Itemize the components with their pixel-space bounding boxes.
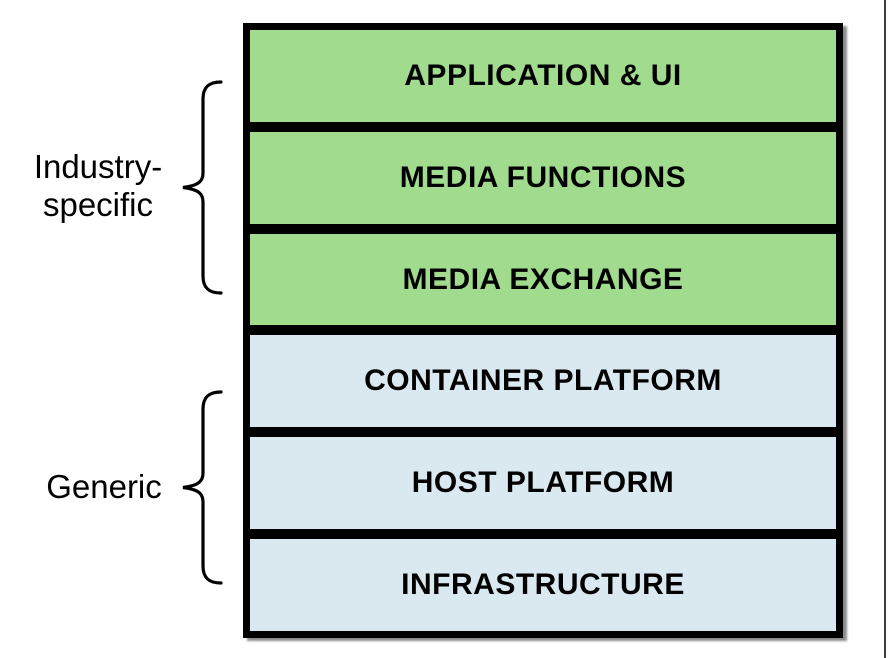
layer-host-platform: HOST PLATFORM bbox=[250, 437, 836, 530]
group-label-line: Industry- bbox=[33, 148, 163, 185]
industry-specific-group-label: Industry- specific bbox=[8, 148, 188, 224]
layer-label: MEDIA EXCHANGE bbox=[402, 262, 684, 296]
industry-specific-brace bbox=[181, 80, 223, 295]
group-label-line: Generic bbox=[46, 468, 162, 505]
layer-label: MEDIA FUNCTIONS bbox=[399, 160, 687, 194]
page-edge-line bbox=[884, 0, 886, 658]
layer-stack: APPLICATION & UI MEDIA FUNCTIONS MEDIA E… bbox=[243, 23, 843, 638]
generic-brace bbox=[181, 390, 223, 585]
layer-label: APPLICATION & UI bbox=[404, 58, 682, 92]
curly-brace-icon bbox=[182, 390, 223, 585]
layer-label: CONTAINER PLATFORM bbox=[364, 364, 722, 398]
layer-media-functions: MEDIA FUNCTIONS bbox=[250, 131, 836, 224]
layer-label: HOST PLATFORM bbox=[411, 466, 675, 500]
layer-application-ui: APPLICATION & UI bbox=[250, 30, 836, 122]
layer-media-exchange: MEDIA EXCHANGE bbox=[250, 233, 836, 326]
layer-container-platform: CONTAINER PLATFORM bbox=[250, 335, 836, 428]
layer-infrastructure: INFRASTRUCTURE bbox=[250, 539, 836, 631]
generic-group-label: Generic bbox=[14, 468, 194, 506]
group-label-line: specific bbox=[42, 186, 154, 223]
curly-brace-icon bbox=[182, 80, 223, 295]
layer-label: INFRASTRUCTURE bbox=[401, 568, 685, 602]
